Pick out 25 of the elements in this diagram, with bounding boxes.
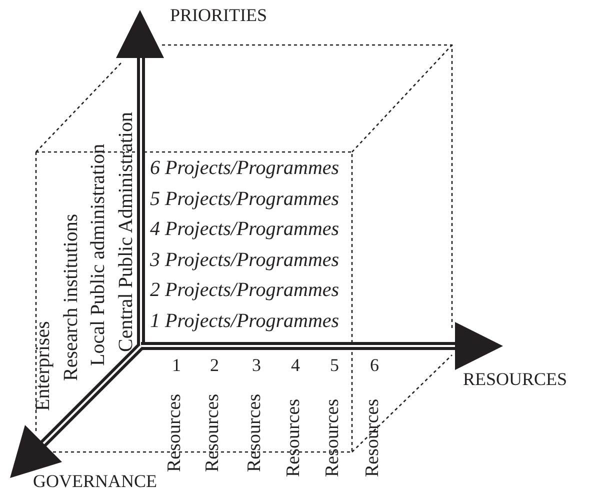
resource-number: 1 [172, 356, 181, 374]
axis-label: PRIORITIES [170, 6, 268, 24]
resource-number: 6 [370, 356, 379, 374]
resource-label: Resources [284, 398, 303, 477]
governance-level-label: Local Public administration [88, 144, 108, 366]
resource-number: 5 [330, 356, 339, 374]
resource-label: Resources [203, 394, 222, 472]
governance-level-label: Enterprises [33, 321, 53, 411]
priority-label: 1 Projects/Programmes [150, 310, 340, 330]
resource-label: Resources [323, 398, 342, 477]
resource-label: Resources [363, 398, 382, 477]
resource-label: Resources [245, 394, 264, 472]
resource-number: 3 [252, 356, 261, 374]
priority-label: 3 Projects/Programmes [150, 250, 340, 270]
governance-level-label: Research institutions [61, 214, 81, 381]
priority-label: 4 Projects/Programmes [150, 219, 340, 239]
resource-number: 2 [210, 356, 219, 374]
priority-label: 5 Projects/Programmes [150, 188, 340, 208]
resource-label: Resources [165, 394, 184, 472]
axis-label: GOVERNANCE [33, 472, 157, 490]
axis-label: RESOURCES [463, 370, 568, 388]
resource-number: 4 [291, 356, 300, 374]
governance-level-label: Central Public Administration [116, 112, 136, 352]
priority-label: 6 Projects/Programmes [150, 158, 340, 178]
priority-label: 2 Projects/Programmes [150, 280, 340, 300]
